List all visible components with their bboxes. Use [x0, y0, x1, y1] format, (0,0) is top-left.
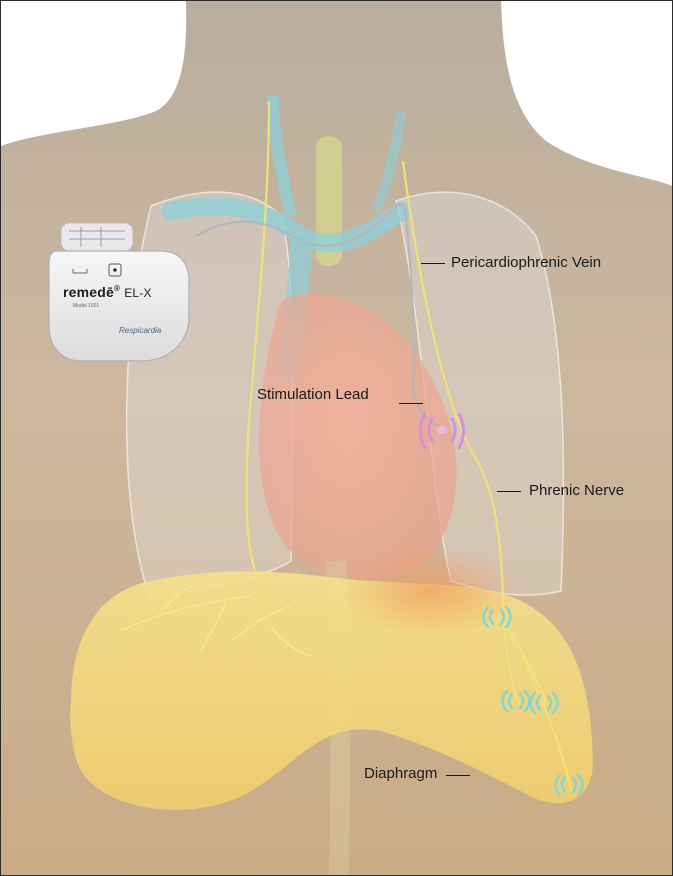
phrenic-nerve-leader	[497, 491, 521, 492]
device-body	[49, 251, 189, 361]
device-model: EL-X	[124, 286, 151, 300]
device-maker-logo: Respicardia	[119, 326, 161, 335]
device-model-line: Model 1001	[73, 303, 99, 309]
diaphragm-leader	[446, 775, 470, 776]
stimulation-lead-leader	[399, 403, 423, 404]
pericardiophrenic-vein-label: Pericardiophrenic Vein	[451, 254, 601, 272]
phrenic-nerve-label: Phrenic Nerve	[529, 482, 624, 500]
stimulation-lead-label: Stimulation Lead	[257, 386, 369, 404]
device-brand-label: remedē® EL-X	[63, 284, 152, 300]
diaphragm-highlight	[341, 546, 521, 636]
diaphragm-label: Diaphragm	[364, 765, 437, 783]
device-header	[61, 223, 133, 251]
device-brand: remedē	[63, 284, 114, 300]
pericardiophrenic-vein-leader	[421, 263, 445, 264]
